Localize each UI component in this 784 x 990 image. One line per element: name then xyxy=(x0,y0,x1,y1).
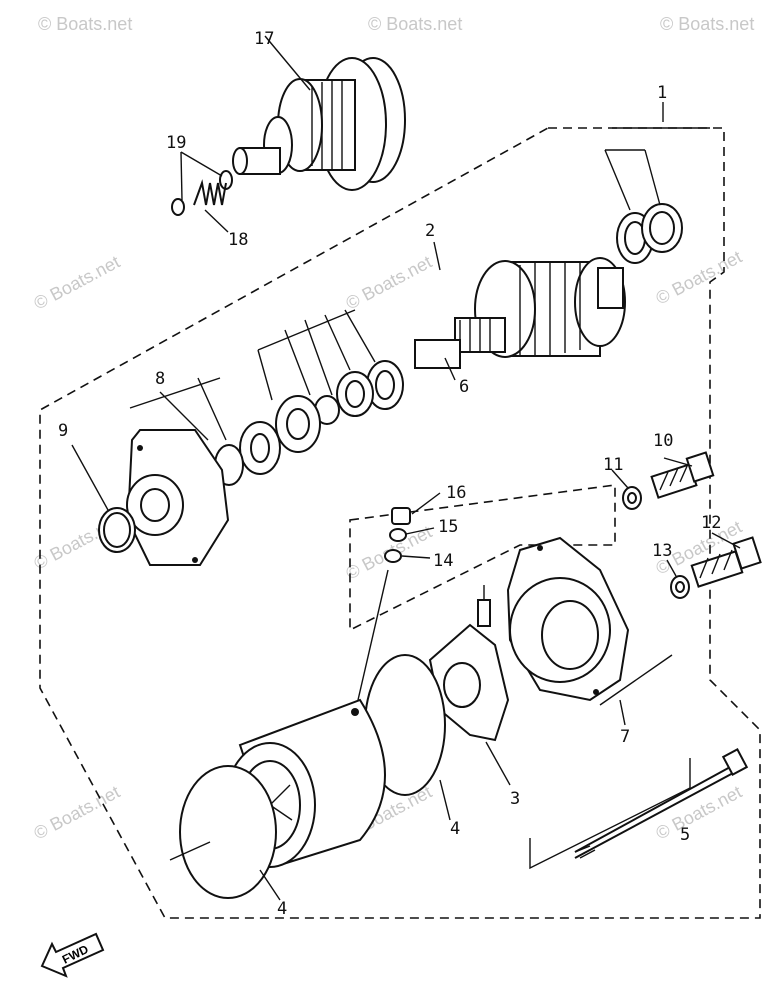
callout-18: 18 xyxy=(228,230,248,250)
pinion-clutch-assembly xyxy=(232,35,406,191)
o-ring xyxy=(71,444,136,553)
through-bolt xyxy=(529,748,749,870)
assembly-boundary xyxy=(39,127,761,919)
callout-7: 7 xyxy=(620,727,630,747)
bolt-12 xyxy=(690,532,762,588)
callout-4: 4 xyxy=(450,819,460,839)
bolt-10 xyxy=(650,451,715,499)
callout-13: 13 xyxy=(652,541,672,561)
callout-9: 9 xyxy=(58,421,68,441)
callout-14: 14 xyxy=(433,551,453,571)
callout-6: 6 xyxy=(459,377,469,397)
callout-2: 2 xyxy=(425,221,435,241)
armature xyxy=(414,241,626,381)
callout-11: 11 xyxy=(603,455,623,475)
callout-1: 1 xyxy=(657,83,667,103)
callout-10: 10 xyxy=(653,431,673,451)
watermark: © Boats.net xyxy=(30,252,123,314)
front-cover xyxy=(126,377,230,566)
watermark: © Boats.net xyxy=(30,782,123,844)
yoke-housing xyxy=(169,654,451,901)
small-fasteners xyxy=(357,492,441,701)
washer-13 xyxy=(666,559,690,599)
watermark: © Boats.net xyxy=(342,252,435,314)
watermark: © Boats.net xyxy=(368,14,462,34)
watermark: © Boats.net xyxy=(660,14,754,34)
fwd-indicator: FWD xyxy=(40,932,105,978)
callout-labels: 1 2 3 4 4 5 6 7 8 9 10 11 12 13 14 15 16… xyxy=(58,29,721,919)
callout-16: 16 xyxy=(446,483,466,503)
armature-washers xyxy=(604,149,683,264)
fastener-group-boundary xyxy=(349,484,616,632)
spring-and-clips xyxy=(171,151,233,233)
shim-washers xyxy=(214,309,404,486)
callout-17: 17 xyxy=(254,29,274,49)
rear-cover xyxy=(506,536,673,726)
callout-8: 8 xyxy=(155,369,165,389)
callout-5: 5 xyxy=(680,825,690,845)
leader-1 xyxy=(612,102,710,129)
watermark: © Boats.net xyxy=(652,247,745,309)
callout-12: 12 xyxy=(701,513,721,533)
callout-15: 15 xyxy=(438,517,458,537)
watermark: © Boats.net xyxy=(38,14,132,34)
washer-11 xyxy=(611,469,642,510)
callout-3: 3 xyxy=(510,789,520,809)
callout-19: 19 xyxy=(166,133,186,153)
callout-4: 4 xyxy=(277,899,287,919)
brush-plate xyxy=(428,585,511,786)
